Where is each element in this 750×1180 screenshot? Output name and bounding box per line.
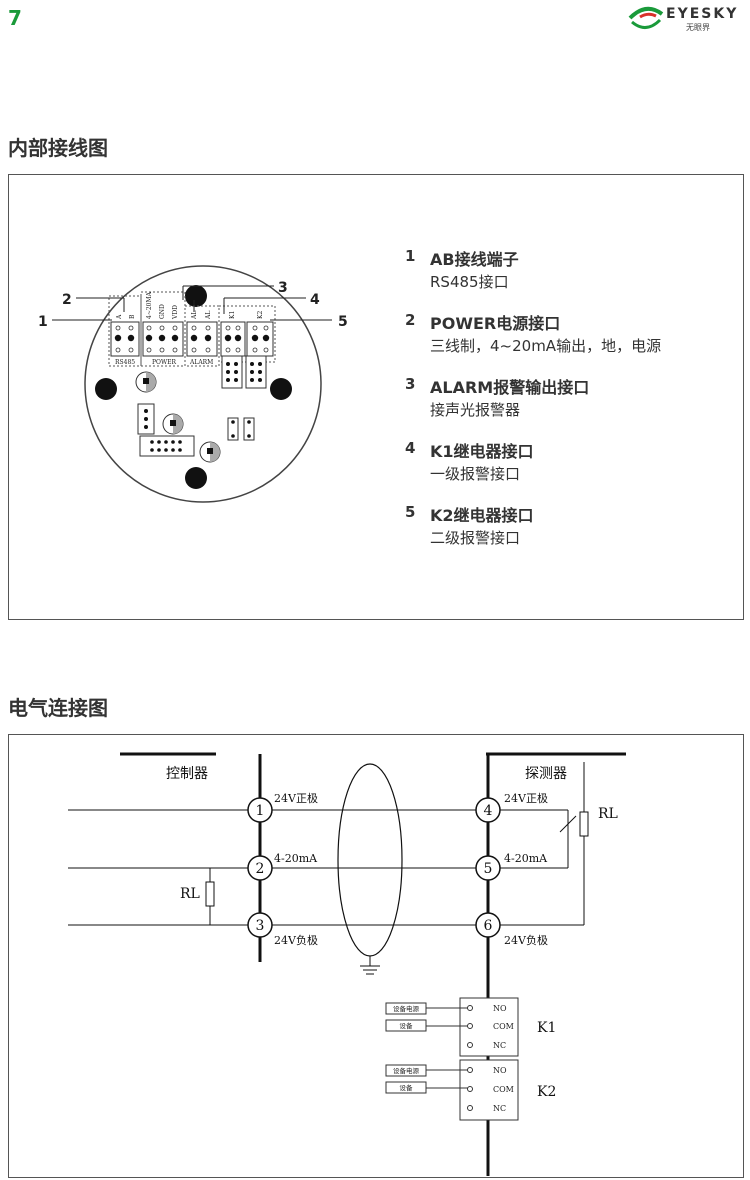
label-24v-negative-right: 24V负极 — [504, 933, 548, 947]
terminal-3: 3 — [256, 918, 265, 934]
pin-label: AL — [205, 311, 212, 320]
section-title-electrical-connection: 电气连接图 — [8, 696, 108, 720]
page-number: 7 — [8, 6, 22, 30]
k2-input: 设备电源 — [393, 1066, 420, 1075]
rl-left-label: RL — [180, 886, 200, 902]
callout-1: 1 — [38, 314, 48, 330]
mount-hole — [185, 467, 207, 489]
k2-contact: NO — [493, 1066, 507, 1075]
detector-label: 探测器 — [525, 766, 567, 782]
pin-label: K2 — [257, 311, 264, 319]
label-24v-positive-right: 24V正极 — [504, 791, 548, 805]
terminal-4: 4 — [484, 803, 493, 819]
pin-label: B — [129, 314, 136, 319]
legend-number: 2 — [405, 311, 416, 329]
legend-item: 3 ALARM报警输出接口 接声光报警器 — [405, 372, 735, 436]
electrical-connection-box — [8, 734, 744, 1178]
mount-hole — [270, 378, 292, 400]
terminal-1: 1 — [256, 803, 265, 819]
brand-subtitle: 无眼界 — [686, 23, 710, 32]
brand-name: EYESKY — [666, 6, 739, 22]
legend-number: 5 — [405, 503, 416, 521]
internal-wiring-box — [8, 174, 744, 620]
legend-number: 3 — [405, 375, 416, 393]
mount-hole — [95, 378, 117, 400]
k2-contact: NC — [493, 1104, 506, 1113]
legend-title: K2继电器接口 — [430, 506, 534, 525]
pin-label: 4~20MA — [146, 291, 153, 319]
k1-input: 设备 — [400, 1021, 414, 1030]
pin-label: AL — [191, 311, 198, 320]
brand-logo: EYESKY 无眼界 — [628, 4, 746, 32]
callout-3: 3 — [278, 280, 288, 296]
small-headers — [137, 403, 255, 457]
legend-number: 4 — [405, 439, 416, 457]
mount-hole — [185, 285, 207, 307]
terminal-2: 2 — [256, 861, 265, 877]
legend-description: 接声光报警器 — [430, 401, 521, 419]
k1-input: 设备电源 — [393, 1004, 420, 1013]
legend-description: 三线制，4~20mA输出，地，电源 — [430, 337, 662, 355]
relay-k1: NO COM NC 设备电源 设备 K1 — [385, 997, 556, 1057]
label-24v-negative-left: 24V负极 — [274, 933, 318, 947]
legend-title: ALARM报警输出接口 — [430, 378, 590, 397]
k1-contact: NC — [493, 1041, 506, 1050]
legend-item: 2 POWER电源接口 三线制，4~20mA输出，地，电源 — [405, 308, 735, 372]
label-4-20ma-left: 4-20mA — [274, 852, 318, 865]
k1-label: K1 — [537, 1020, 556, 1036]
label-24v-positive-left: 24V正极 — [274, 791, 318, 805]
pin-label: A — [116, 314, 123, 320]
terminal-blocks — [110, 321, 274, 357]
rl-right-label: RL — [598, 806, 618, 822]
legend-item: 4 K1继电器接口 一级报警接口 — [405, 436, 735, 500]
pin-label: GND — [159, 304, 166, 319]
group-label: POWER — [152, 359, 177, 366]
section-title-internal-wiring: 内部接线图 — [8, 136, 108, 160]
label-4-20ma-right: 4-20mA — [504, 852, 548, 865]
legend-title: K1继电器接口 — [430, 442, 534, 461]
terminal-6: 6 — [484, 918, 493, 934]
k2-label: K2 — [537, 1084, 556, 1100]
controller-label: 控制器 — [166, 766, 208, 782]
pin-label: K1 — [229, 311, 236, 319]
legend-item: 5 K2继电器接口 二级报警接口 — [405, 500, 735, 564]
callout-2: 2 — [62, 292, 72, 308]
potentiometers — [135, 371, 221, 463]
board-diagram: A B 4~20MA GND VDD AL AL K1 K2 RS485 POW… — [38, 265, 348, 503]
callout-4: 4 — [310, 292, 320, 308]
legend-number: 1 — [405, 247, 416, 265]
legend-item: 1 AB接线端子 RS485接口 — [405, 244, 735, 308]
k1-contact: NO — [493, 1004, 507, 1013]
legend-description: 二级报警接口 — [430, 529, 521, 547]
callout-lines — [52, 285, 332, 321]
k2-input: 设备 — [400, 1083, 414, 1092]
relay-k2: NO COM NC 设备电源 设备 K2 — [385, 1059, 556, 1121]
legend-title: AB接线端子 — [430, 250, 519, 269]
pin-label: VDD — [172, 305, 179, 320]
group-label: ALARM — [189, 359, 213, 366]
k2-contact: COM — [493, 1085, 514, 1094]
terminal-5: 5 — [484, 861, 493, 877]
jumper-headers — [221, 355, 267, 389]
wiring-legend: 1 AB接线端子 RS485接口 2 POWER电源接口 三线制，4~20mA输… — [405, 244, 735, 564]
callout-5: 5 — [338, 314, 348, 330]
group-label: RS485 — [115, 359, 135, 366]
rs485-group — [108, 295, 142, 367]
legend-title: POWER电源接口 — [430, 314, 561, 333]
eye-logo-icon — [628, 6, 664, 29]
k1-contact: COM — [493, 1022, 514, 1031]
legend-description: RS485接口 — [430, 273, 509, 291]
legend-description: 一级报警接口 — [430, 465, 521, 483]
